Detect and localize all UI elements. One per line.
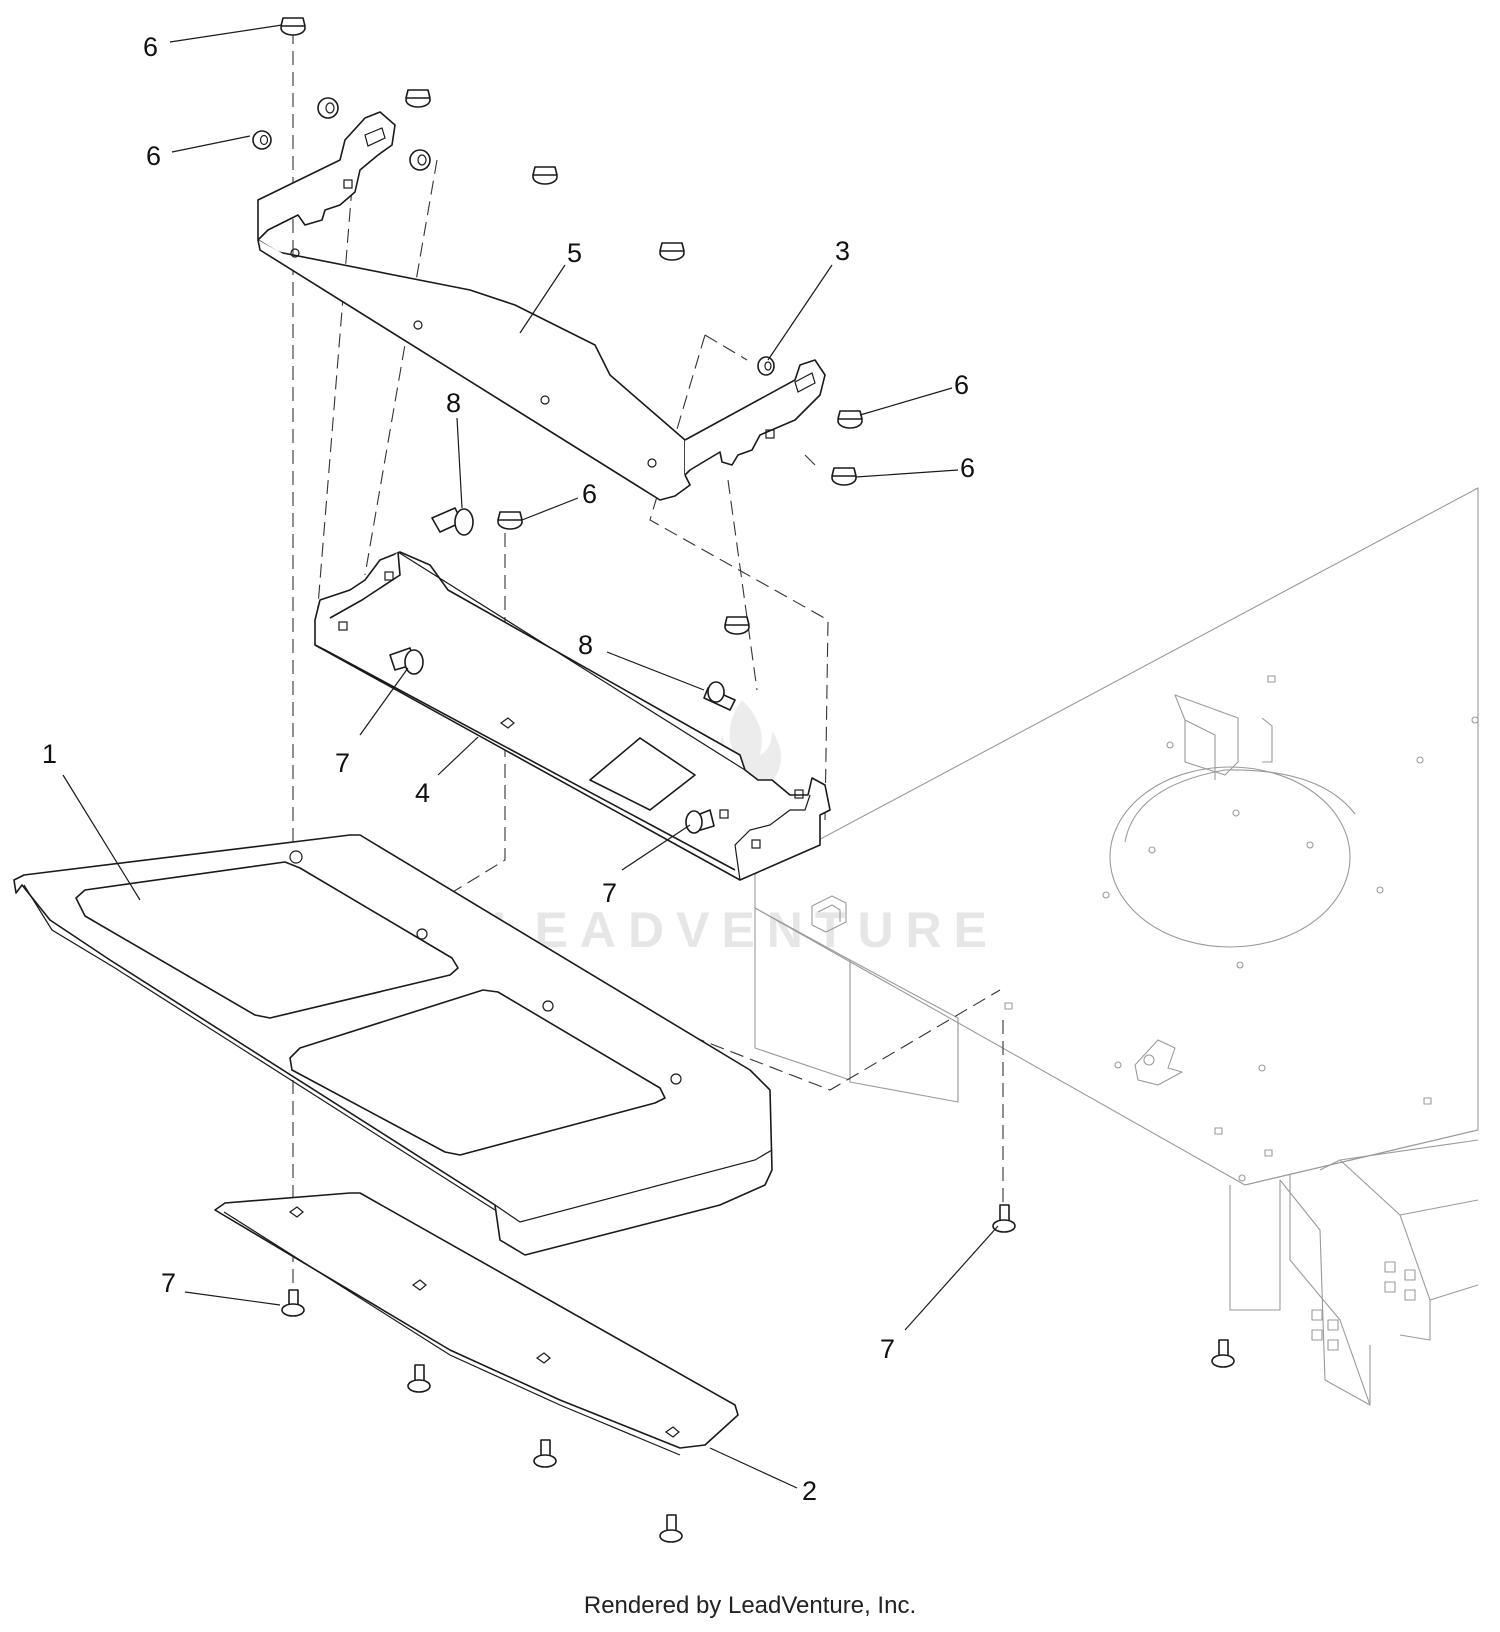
callout-7: 7 (602, 878, 617, 908)
flange-nut-icon (497, 511, 523, 530)
washer-icon (757, 356, 775, 376)
flange-nut-icon (280, 17, 306, 36)
mower-deck (754, 487, 1479, 1406)
callout-5: 5 (567, 238, 582, 268)
flange-nut-icon (405, 89, 431, 108)
callout-1: 1 (42, 739, 57, 769)
callout-7: 7 (335, 748, 350, 778)
callout-6: 6 (146, 141, 161, 171)
washer-icon (252, 130, 272, 150)
part-1-foot-platform (13, 834, 773, 1256)
flange-nut-icon (837, 410, 863, 429)
callout-labels: 6 6 5 3 6 6 8 6 8 7 4 1 7 7 7 2 (42, 32, 975, 1506)
callout-7: 7 (880, 1334, 895, 1364)
callout-8: 8 (446, 388, 461, 418)
callout-4: 4 (415, 778, 430, 808)
carriage-bolt-icon (659, 1514, 683, 1543)
part-2-plate (214, 1192, 739, 1456)
carriage-bolt-icon (281, 1289, 305, 1317)
flange-nut-icon (532, 166, 558, 185)
flange-nut-icon (659, 242, 685, 261)
callout-8: 8 (578, 630, 593, 660)
flange-nut-icon (831, 467, 857, 486)
callout-6: 6 (582, 479, 597, 509)
carriage-bolt-icon (685, 809, 715, 834)
callout-7: 7 (161, 1268, 176, 1298)
callout-3: 3 (835, 236, 850, 266)
clevis-pin-icon (431, 507, 474, 536)
hardware (252, 17, 1235, 1543)
callout-6: 6 (954, 370, 969, 400)
render-credit: Rendered by LeadVenture, Inc. (583, 1592, 917, 1619)
clevis-pin-icon (703, 681, 736, 711)
carriage-bolt-icon (1211, 1339, 1235, 1368)
watermark-text: LEADVENTURE (492, 902, 999, 958)
leader-lines (62, 24, 999, 1489)
carriage-bolt-icon (992, 1204, 1016, 1233)
washer-icon (317, 97, 339, 119)
callout-6: 6 (960, 453, 975, 483)
carriage-bolt-icon (389, 647, 424, 675)
flange-nut-icon (724, 616, 750, 635)
carriage-bolt-icon (407, 1364, 431, 1393)
washer-icon (409, 149, 431, 171)
part-5-upper-bracket (257, 111, 826, 501)
callout-2: 2 (802, 1476, 817, 1506)
callout-6: 6 (143, 32, 158, 62)
carriage-bolt-icon (533, 1439, 557, 1468)
part-4-lower-bracket (314, 551, 831, 881)
